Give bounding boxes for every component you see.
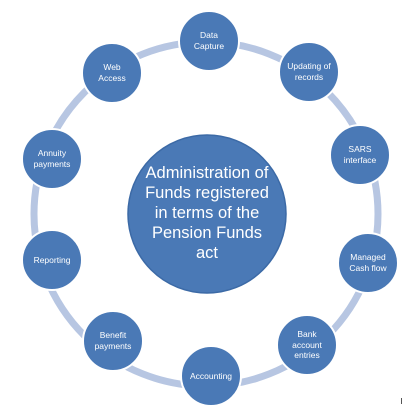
node-label-bank-account-entries: Bank account entries: [292, 329, 322, 361]
node-label-web-access: Web Access: [98, 62, 126, 83]
node-circle-sars-interface: [329, 124, 391, 186]
node-label-updating-of-records: Updating of records: [287, 61, 331, 82]
node-circle-updating-of-records: [278, 41, 340, 103]
node-label-benefit-payments: Benefit payments: [94, 330, 132, 351]
node-circle-data-capture: [178, 10, 240, 72]
node-circle-bank-account-entries: [276, 314, 338, 376]
node-label-data-capture: Data Capture: [193, 30, 225, 51]
node-label-sars-interface: SARS interface: [343, 144, 377, 165]
node-label-accounting: Accounting: [189, 370, 233, 381]
node-circle-web-access: [81, 42, 143, 104]
node-label-reporting: Reporting: [33, 254, 71, 265]
node-circle-reporting: [21, 229, 83, 291]
node-label-annuity-payments: Annuity payments: [33, 148, 71, 169]
center-circle: [127, 134, 287, 294]
node-label-managed-cash-flow: Managed Cash flow: [349, 252, 387, 273]
node-circle-accounting: [180, 345, 242, 407]
edge-tick-mark: [401, 398, 402, 404]
node-circle-managed-cash-flow: [337, 232, 399, 294]
node-circle-annuity-payments: [21, 128, 83, 190]
node-circle-benefit-payments: [82, 310, 144, 372]
